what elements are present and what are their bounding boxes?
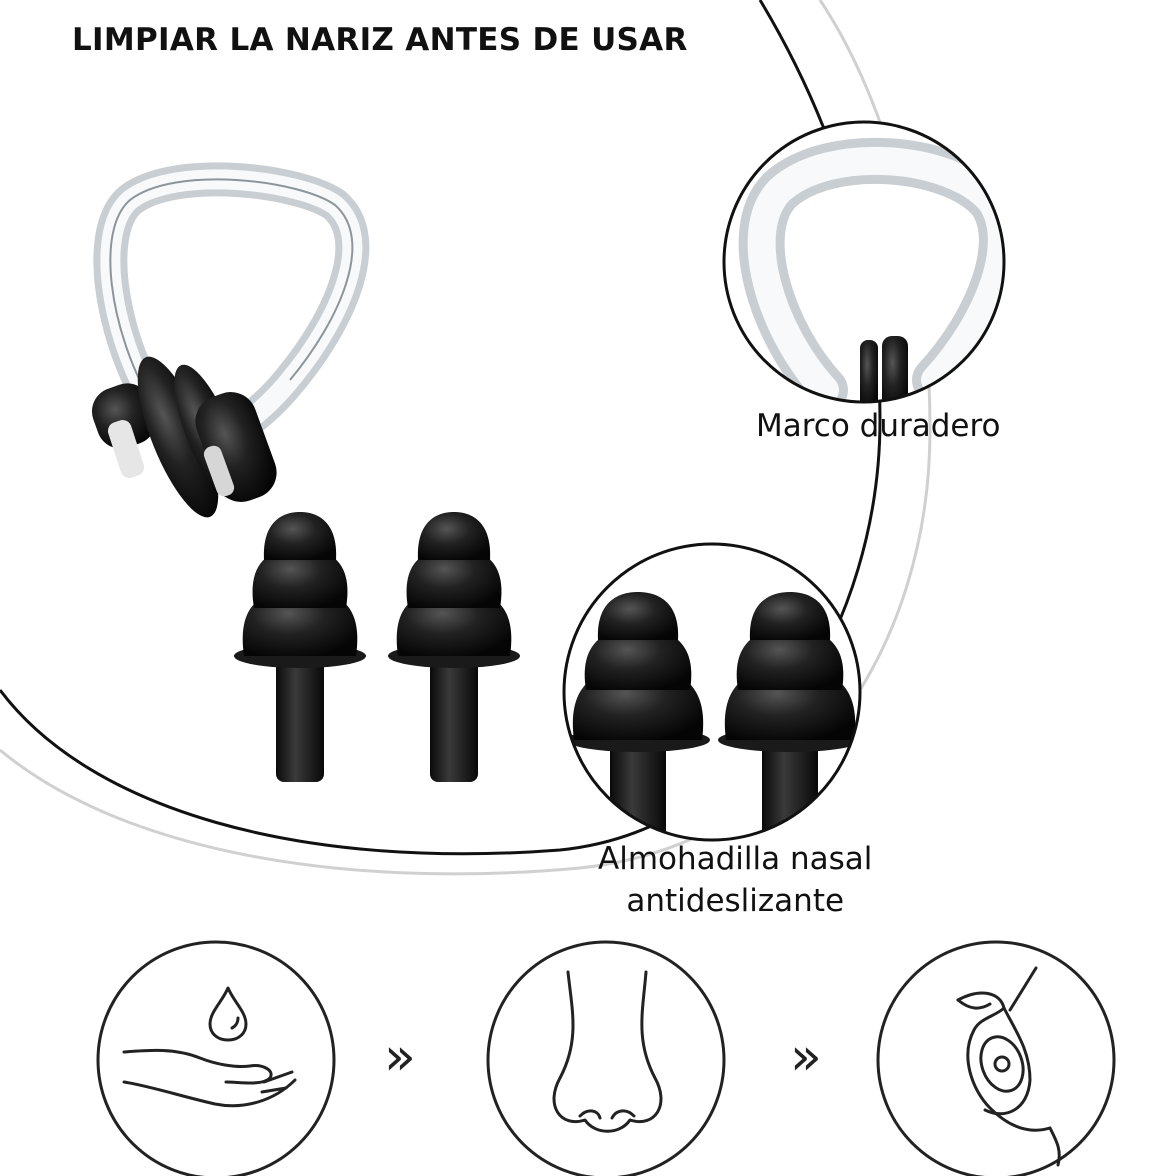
step-arrow-2: » (790, 1027, 822, 1087)
step-nose (486, 940, 726, 1176)
earplug-right (388, 512, 520, 782)
nose-icon (552, 970, 663, 1133)
zoom-frame-detail (722, 120, 1006, 404)
zoom-pad-detail (562, 542, 862, 842)
earplug-left (234, 512, 366, 782)
nose-clip (91, 162, 370, 518)
callout-pad-line2: antideslizante (626, 883, 845, 919)
wash-hands-icon (122, 986, 297, 1108)
callout-pad-line1: Almohadilla nasal (598, 841, 873, 877)
step-arrow-1: » (384, 1027, 416, 1087)
page-title: LIMPIAR LA NARIZ ANTES DE USAR (72, 22, 688, 58)
step-wash-hands (96, 940, 336, 1176)
ear-earplug-icon (956, 966, 1061, 1167)
step-ear (876, 940, 1116, 1176)
callout-pad-label: Almohadilla nasal antideslizante (598, 838, 872, 922)
step-arrows: » » (384, 1027, 822, 1087)
callout-frame-label: Marco duradero (756, 408, 1001, 444)
